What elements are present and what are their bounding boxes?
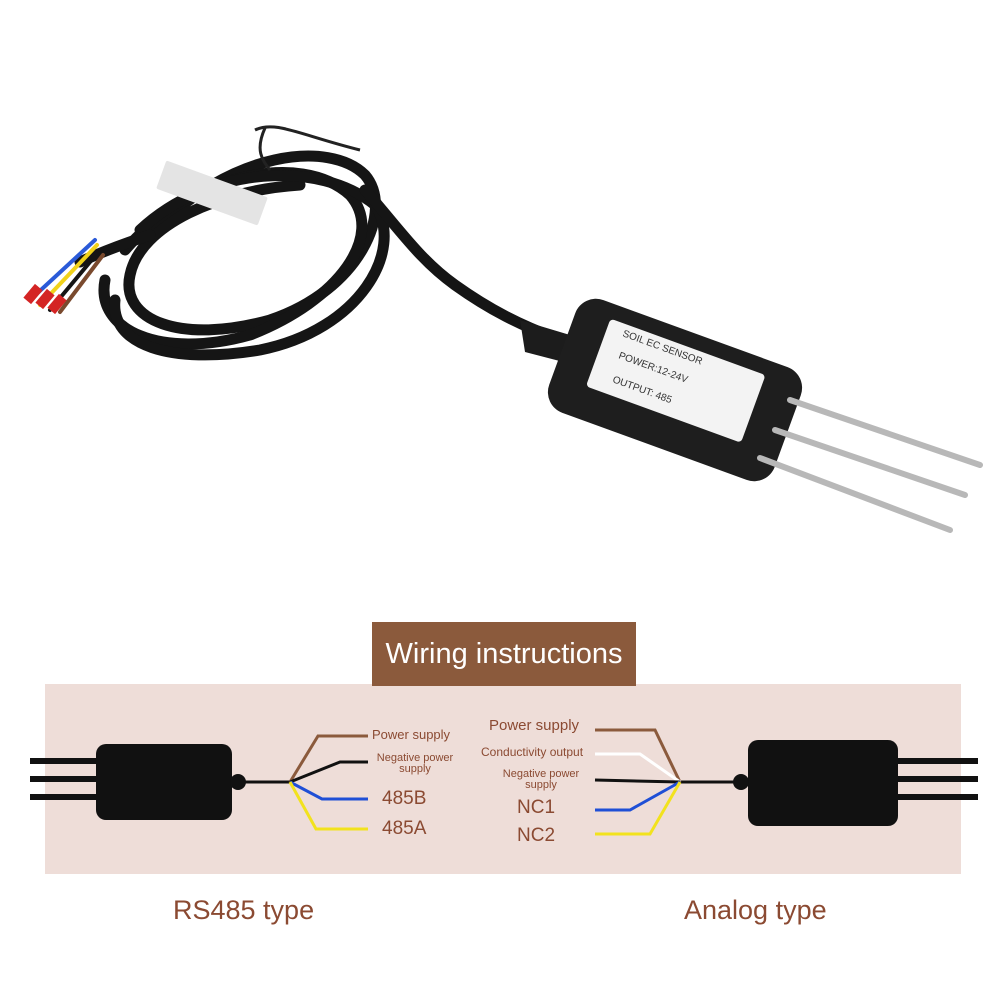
twist-tie [254,125,361,171]
analog-wires [594,728,682,836]
analog-sensor-icon [680,740,978,826]
analog-label-conductivity: Conductivity output [481,745,584,759]
rs485-sensor-icon [30,744,290,820]
rs485-caption: RS485 type [173,895,315,925]
rs485-label-negative: Negative power supply [376,752,454,775]
analog-label-nc1: NC1 [517,797,556,818]
ferrule-terminals [23,283,67,315]
product-photo: SOIL EC SENSOR POWER:12-24V OUTPUT: 485 [23,125,983,533]
rs485-label-485b: 485B [382,788,427,809]
analog-label-nc2: NC2 [517,825,556,846]
rs485-wires [288,734,368,831]
analog-label-power: Power supply [489,717,580,734]
analog-caption: Analog type [684,895,827,925]
rs485-label-power: Power supply [372,727,451,742]
analog-label-negative: Negative power supply [502,768,580,791]
sensor-body [547,298,803,482]
cable-tag [156,160,268,226]
wiring-title: Wiring instructions [372,622,636,686]
probes [757,397,983,533]
rs485-label-485a: 485A [382,818,427,839]
wiring-diagram [30,728,978,836]
